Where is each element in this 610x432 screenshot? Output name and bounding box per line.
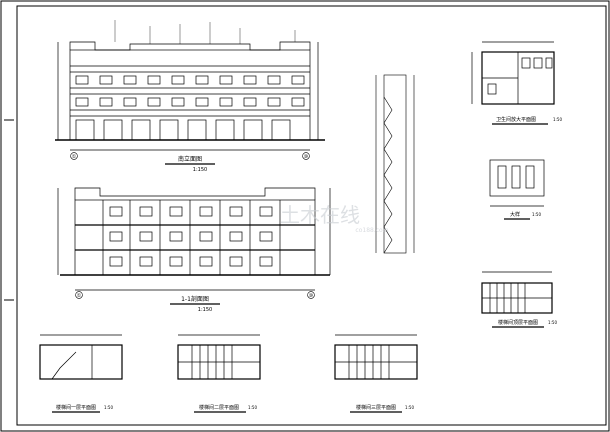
stair-section-strip xyxy=(375,74,415,254)
front-elevation-annotation-leaders xyxy=(114,20,296,44)
stair-detail-element xyxy=(497,165,507,189)
watermark-subtext: co188.com xyxy=(355,227,388,234)
stair-plan-2 xyxy=(177,334,261,413)
section-title: 1-1剖面图 xyxy=(181,295,209,303)
toilet-fixture xyxy=(533,57,543,69)
stair-plan-2-title: 楼梯间二层平面图 xyxy=(199,404,239,411)
stair-plan-1-outline xyxy=(39,344,123,380)
stair-plan-1-flight xyxy=(51,351,77,380)
section-bay-dividers xyxy=(102,200,281,275)
elevation-windows-row-2 xyxy=(75,97,305,107)
stair-top-plan-scale: 1:50 xyxy=(548,320,557,325)
stair-section-frame xyxy=(383,74,407,254)
toilet-plan xyxy=(471,41,555,125)
stair-detail-outline xyxy=(489,159,545,197)
stair-plan-2-treads xyxy=(191,345,233,379)
elevation-parapet xyxy=(69,41,311,51)
toilet-fixture xyxy=(521,57,531,69)
front-elevation xyxy=(55,41,325,165)
section-axis-left: ① xyxy=(77,293,82,299)
section-body xyxy=(74,199,316,276)
stair-plan-3-treads xyxy=(348,345,390,379)
section-1-1 xyxy=(57,187,331,305)
stair-top-plan-title: 楼梯间顶层平面图 xyxy=(498,319,538,326)
stair-plan-3-scale: 1:50 xyxy=(405,405,414,410)
stair-detail xyxy=(489,159,545,220)
front-elevation-title: 南立面图 xyxy=(178,155,202,163)
toilet-fixture xyxy=(487,83,497,95)
front-elevation-scale: 1:150 xyxy=(193,167,207,173)
front-elevation-axis-bubbles xyxy=(70,152,310,160)
stair-plan-1-title: 楼梯间一层平面图 xyxy=(56,404,96,411)
front-elevation-axis-left: ① xyxy=(72,154,77,160)
section-axis-right: ⑩ xyxy=(309,293,314,299)
toilet-plan-scale: 1:50 xyxy=(553,117,562,122)
stair-detail-element xyxy=(525,165,535,189)
watermark-text: 土木在线 xyxy=(280,203,360,227)
section-axis-bubbles xyxy=(75,291,315,299)
elevation-windows-row-1 xyxy=(75,75,305,85)
stair-detail-scale: 1:50 xyxy=(532,212,541,217)
stair-top-plan xyxy=(481,271,553,328)
stair-section-flight xyxy=(383,96,393,254)
stair-plan-3-title: 楼梯间三层平面图 xyxy=(356,404,396,411)
front-elevation-axis-right: ⑩ xyxy=(304,154,309,160)
elevation-ground-openings xyxy=(75,119,291,141)
section-openings xyxy=(109,206,273,267)
toilet-plan-title: 卫生间放大平面图 xyxy=(496,116,536,123)
elevation-body xyxy=(69,49,311,141)
sheet-inner-border xyxy=(16,5,607,426)
stair-plan-1 xyxy=(39,334,123,413)
section-roof xyxy=(74,187,316,200)
stair-plan-1-scale: 1:50 xyxy=(104,405,113,410)
stair-plan-3 xyxy=(334,334,418,413)
stair-detail-title: 大样 xyxy=(510,211,520,218)
section-scale: 1:150 xyxy=(198,307,212,313)
stair-top-plan-treads xyxy=(489,283,526,313)
stair-plan-2-scale: 1:50 xyxy=(248,405,257,410)
toilet-fixture xyxy=(545,57,553,69)
stair-detail-element xyxy=(511,165,521,189)
